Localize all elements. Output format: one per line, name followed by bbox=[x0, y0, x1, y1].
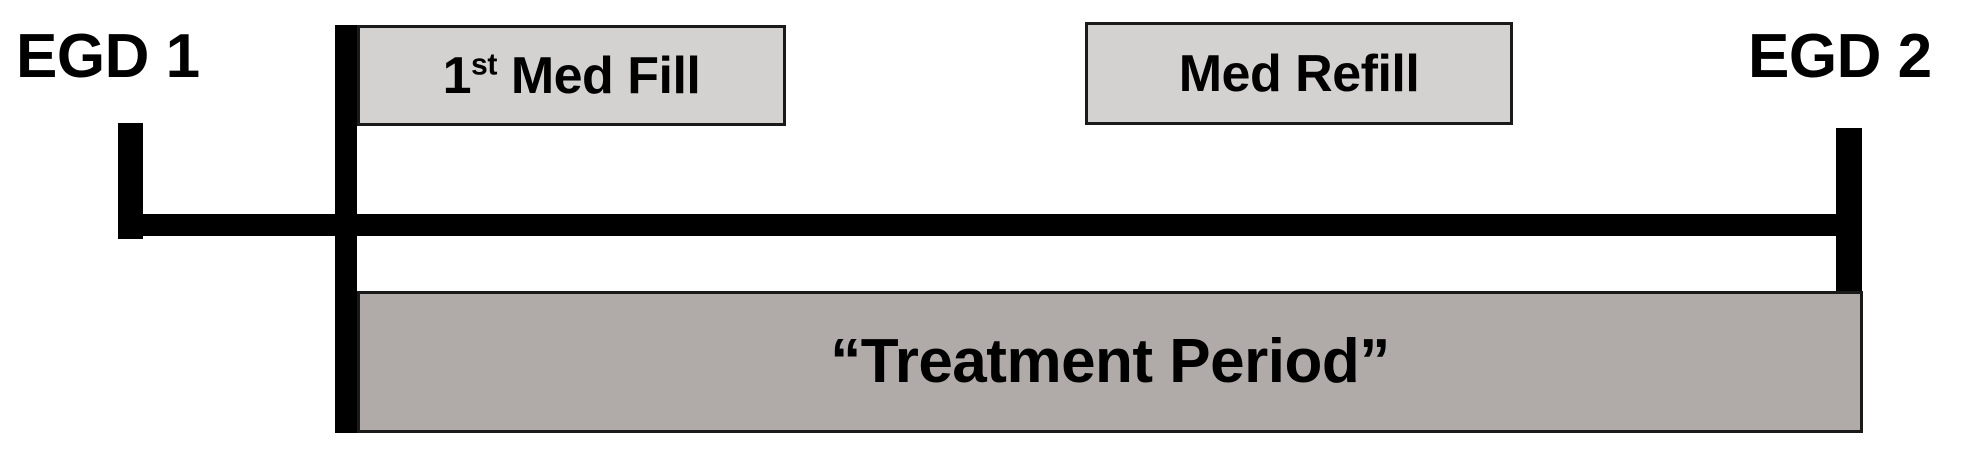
egd-1-tick-mark bbox=[118, 123, 143, 239]
first-med-fill-label-superscript: st bbox=[471, 48, 497, 82]
med-refill-label: Med Refill bbox=[1178, 44, 1420, 103]
egd-2-label: EGD 2 bbox=[1748, 22, 1932, 91]
med-refill-box: Med Refill bbox=[1085, 22, 1513, 125]
first-med-fill-label-suffix: Med Fill bbox=[496, 46, 701, 105]
first-med-fill-box: 1st Med Fill bbox=[357, 25, 786, 126]
timeline-axis-line bbox=[118, 214, 1862, 236]
treatment-period-band: “Treatment Period” bbox=[357, 291, 1863, 433]
first-med-fill-label: 1st Med Fill bbox=[443, 50, 701, 102]
egd-2-tick-mark bbox=[1836, 128, 1862, 296]
egd-1-label: EGD 1 bbox=[16, 22, 200, 91]
first-med-fill-label-prefix: 1 bbox=[442, 46, 472, 105]
treatment-period-label: “Treatment Period” bbox=[830, 327, 1390, 396]
treatment-start-marker bbox=[335, 25, 357, 433]
